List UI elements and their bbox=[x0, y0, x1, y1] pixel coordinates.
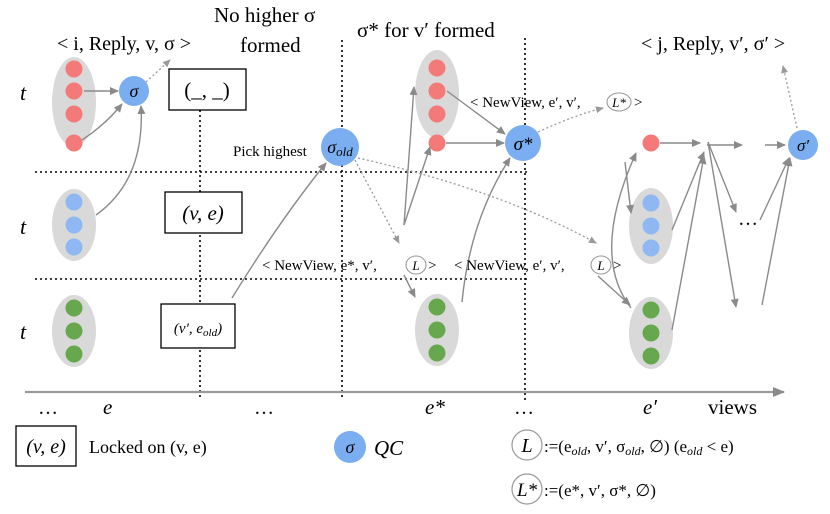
legend-qc-node bbox=[334, 431, 366, 463]
legend-Lstar-circle bbox=[511, 473, 543, 505]
pick-highest-label: Pick highest bbox=[233, 144, 308, 160]
legend-lock-box bbox=[15, 425, 77, 467]
group-row2-col4 bbox=[629, 188, 673, 264]
group-row3-col4 bbox=[629, 297, 673, 369]
row-label-2: t bbox=[20, 214, 27, 239]
L-star-circle-inline bbox=[606, 92, 632, 112]
header-no-higher-line1: No higher σ bbox=[214, 3, 315, 27]
axis-tick-3: e* bbox=[425, 395, 445, 419]
axis-tick-4: … bbox=[514, 397, 534, 419]
lock-box-old bbox=[160, 303, 236, 349]
lock-box-ve bbox=[164, 191, 243, 234]
red-node-single-3 bbox=[642, 134, 660, 152]
qc-node-sigma-prime-label: σ′ bbox=[797, 136, 809, 155]
header-no-higher-line2: formed bbox=[240, 33, 301, 57]
group-row1-col1 bbox=[52, 57, 96, 147]
L-inline-2: L bbox=[596, 258, 604, 273]
legend-L-definition: :=(eold, v′, σold, ∅) (eold < e) bbox=[544, 437, 734, 458]
L-inline-1: L bbox=[411, 258, 419, 273]
axis-tick-1: e bbox=[103, 395, 112, 419]
qc-node-sigma bbox=[119, 76, 149, 106]
sigma-old-label: σ bbox=[327, 137, 337, 157]
qc-node-sigma-label: σ bbox=[130, 81, 140, 101]
qc-node-sigma-old-label: σold bbox=[327, 137, 353, 159]
newview-message-1-end: > bbox=[428, 258, 436, 274]
row-label-3: t bbox=[20, 319, 27, 344]
newview-star-message-end: > bbox=[634, 95, 642, 111]
qc-node-sigma-prime bbox=[788, 130, 818, 160]
L-star-inline: L* bbox=[611, 95, 626, 110]
solid-arrows bbox=[81, 86, 793, 331]
legend-lock-box-label: (v, e) bbox=[26, 436, 66, 458]
red-node-single-2 bbox=[428, 134, 446, 152]
reply-message-2: < j, Reply, v′, σ′ > bbox=[641, 33, 785, 55]
ellipsis-right: … bbox=[738, 208, 758, 230]
group-row2-col1 bbox=[52, 189, 96, 261]
axis-tick-5: e′ bbox=[643, 395, 657, 419]
qc-node-sigma-star bbox=[505, 125, 541, 161]
L-circle-inline-2 bbox=[590, 255, 612, 275]
lock-box-empty bbox=[168, 68, 247, 111]
header-sigma-star-formed: σ* for v′ formed bbox=[357, 18, 495, 42]
axis-label-views: views bbox=[708, 395, 757, 419]
group-row3-col1 bbox=[52, 295, 96, 367]
legend-qc-node-label: σ bbox=[346, 437, 356, 457]
newview-message-2: < NewView, e′, v′, bbox=[454, 258, 565, 274]
newview-star-message: < NewView, e′, v′, bbox=[470, 95, 581, 111]
legend-L-circle bbox=[511, 429, 543, 461]
dotted-arrows bbox=[145, 59, 798, 244]
group-row1-col3 bbox=[415, 50, 459, 138]
lock-box-ve-label: (v, e) bbox=[182, 201, 224, 225]
legend-L-symbol: L bbox=[520, 435, 532, 457]
legend-Lstar-definition: :=(e*, v′, σ*, ∅) bbox=[544, 481, 656, 500]
newview-message-2-end: > bbox=[613, 258, 621, 274]
lock-box-empty-label: (_, _) bbox=[184, 78, 230, 102]
legend-qc-text: QC bbox=[374, 436, 404, 460]
axis-tick-2: … bbox=[254, 397, 274, 419]
legend-Lstar-symbol: L* bbox=[516, 480, 538, 501]
row-label-1: t bbox=[20, 80, 27, 105]
legend-locked-text: Locked on (v, e) bbox=[89, 437, 207, 458]
red-node-single-1 bbox=[65, 134, 83, 152]
reply-message-1: < i, Reply, v, σ > bbox=[57, 33, 191, 55]
axis-tick-0: … bbox=[38, 397, 58, 419]
qc-node-sigma-star-label: σ* bbox=[514, 134, 533, 155]
L-circle-inline-1 bbox=[405, 255, 427, 275]
group-row3-col3 bbox=[415, 294, 459, 366]
newview-message-1: < NewView, e*, v′, bbox=[262, 258, 377, 274]
qc-node-sigma-old bbox=[321, 128, 359, 166]
